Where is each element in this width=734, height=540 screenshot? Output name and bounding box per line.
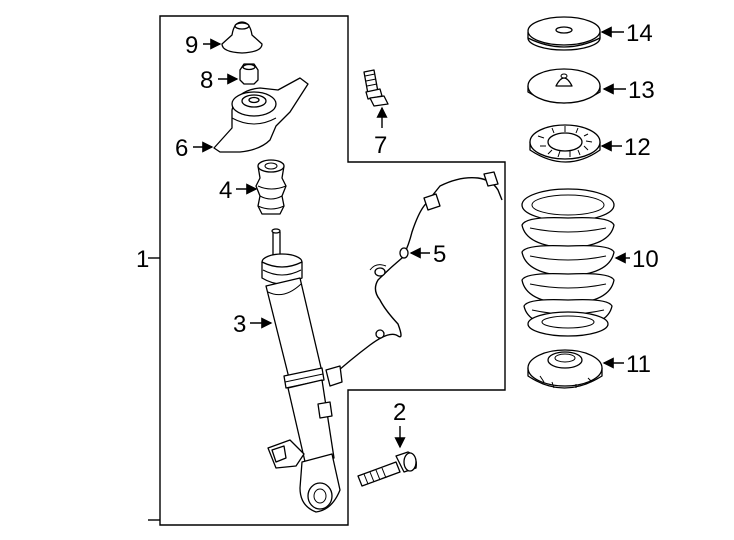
part-4-jounce-bumper	[255, 159, 287, 215]
callout-labels: 1 2 3 4 5 6 7 8 9 10 11 12 13 14	[136, 20, 659, 426]
part-3-shock-absorber	[261, 228, 341, 513]
part-2-lower-bolt	[357, 451, 417, 487]
part-6-upper-mount	[213, 77, 309, 153]
part-11-lower-seat	[527, 349, 603, 389]
callout-3: 3	[233, 311, 246, 338]
part-8-nut	[239, 63, 259, 85]
callout-2: 2	[393, 399, 406, 426]
callout-4: 4	[219, 177, 232, 204]
callout-6: 6	[175, 135, 188, 162]
callout-7: 7	[374, 132, 387, 159]
assembly-boundary	[159, 15, 506, 526]
callout-14: 14	[626, 20, 653, 47]
part-10-coil-spring	[521, 188, 615, 337]
callout-12: 12	[624, 134, 651, 161]
part-9-cap	[221, 21, 263, 54]
callout-11: 11	[626, 351, 651, 378]
part-7-upper-bolt	[363, 69, 389, 107]
callout-10: 10	[632, 246, 659, 273]
part-13-upper-seat	[527, 68, 601, 104]
callout-5: 5	[433, 241, 446, 268]
leader-lines	[148, 26, 630, 521]
callout-8: 8	[200, 67, 213, 94]
callout-9: 9	[185, 32, 198, 59]
part-14-upper-isolator	[527, 16, 601, 51]
part-5-wire-harness	[325, 171, 503, 387]
callout-13: 13	[628, 77, 655, 104]
part-12-spring-pad	[529, 124, 601, 163]
callout-1: 1	[136, 246, 149, 273]
